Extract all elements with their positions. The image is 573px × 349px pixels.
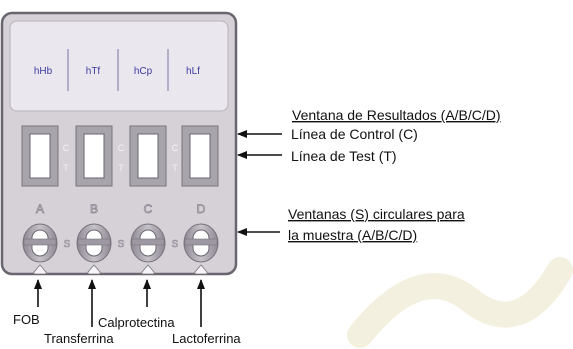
slot-letter-a: A: [36, 202, 44, 216]
sample-wells: [22, 223, 219, 263]
result-window-b: [75, 125, 113, 187]
label-control-line: Línea de Control (C): [291, 126, 418, 142]
sample-well-c: [130, 223, 166, 263]
label-fob: FOB: [13, 312, 40, 327]
header-label-hcp: hCp: [134, 66, 153, 77]
header-label-htf: hTf: [86, 66, 101, 77]
result-windows: [21, 125, 219, 187]
cassette-header-panel: [9, 20, 229, 112]
pointer-arrows: [34, 130, 282, 327]
label-results-window: Ventana de Resultados (A/B/C/D): [292, 107, 501, 123]
drop-indicator-icon-c: [141, 264, 155, 275]
sample-well-a: [22, 223, 58, 263]
drop-indicator-icon-d: [194, 264, 208, 275]
label-transferrina: Transferrina: [44, 331, 114, 346]
drop-indicator-icon-a: [33, 264, 47, 275]
sample-markings: S S S: [63, 239, 179, 251]
bottom-labels: FOB Transferrina Calprotectina Lactoferr…: [13, 312, 241, 346]
header-dividers: [67, 49, 169, 91]
sample-mark-c: S: [172, 239, 179, 250]
label-test-line: Línea de Test (T): [291, 148, 397, 164]
drop-indicator-icon-b: [87, 264, 101, 275]
slot-letter-d: D: [197, 202, 206, 216]
result-window-c: [129, 125, 167, 187]
result-window-d: [181, 125, 219, 187]
control-mark-a: C: [63, 143, 70, 153]
label-sample-windows-2: la muestra (A/B/C/D): [288, 227, 417, 243]
test-mark-b: T: [118, 163, 124, 173]
header-labels: hHb hTf hCp hLf: [34, 66, 200, 77]
label-calprotectina: Calprotectina: [98, 315, 175, 330]
annotation-labels: Ventana de Resultados (A/B/C/D) Línea de…: [288, 107, 501, 243]
watermark-decoration: [347, 257, 573, 348]
sample-well-b: [76, 223, 112, 263]
slot-letter-c: C: [144, 202, 153, 216]
drop-indicator-icons: [33, 264, 208, 275]
test-mark-c: T: [172, 163, 178, 173]
label-sample-windows-1: Ventanas (S) circulares para: [288, 206, 465, 222]
test-mark-a: T: [63, 163, 69, 173]
slot-letters: A B C D: [36, 202, 206, 217]
sample-mark-b: S: [118, 239, 125, 250]
control-mark-c: C: [172, 143, 179, 153]
label-lactoferrina: Lactoferrina: [172, 331, 241, 346]
sample-mark-a: S: [64, 239, 71, 250]
result-window-a: [21, 125, 59, 187]
header-label-hlf: hLf: [186, 66, 200, 77]
ct-markings: C T C T C T: [63, 143, 179, 173]
control-mark-b: C: [118, 143, 125, 153]
header-label-hhb: hHb: [34, 66, 53, 77]
slot-letter-b: B: [90, 202, 98, 216]
sample-well-d: [183, 223, 219, 263]
